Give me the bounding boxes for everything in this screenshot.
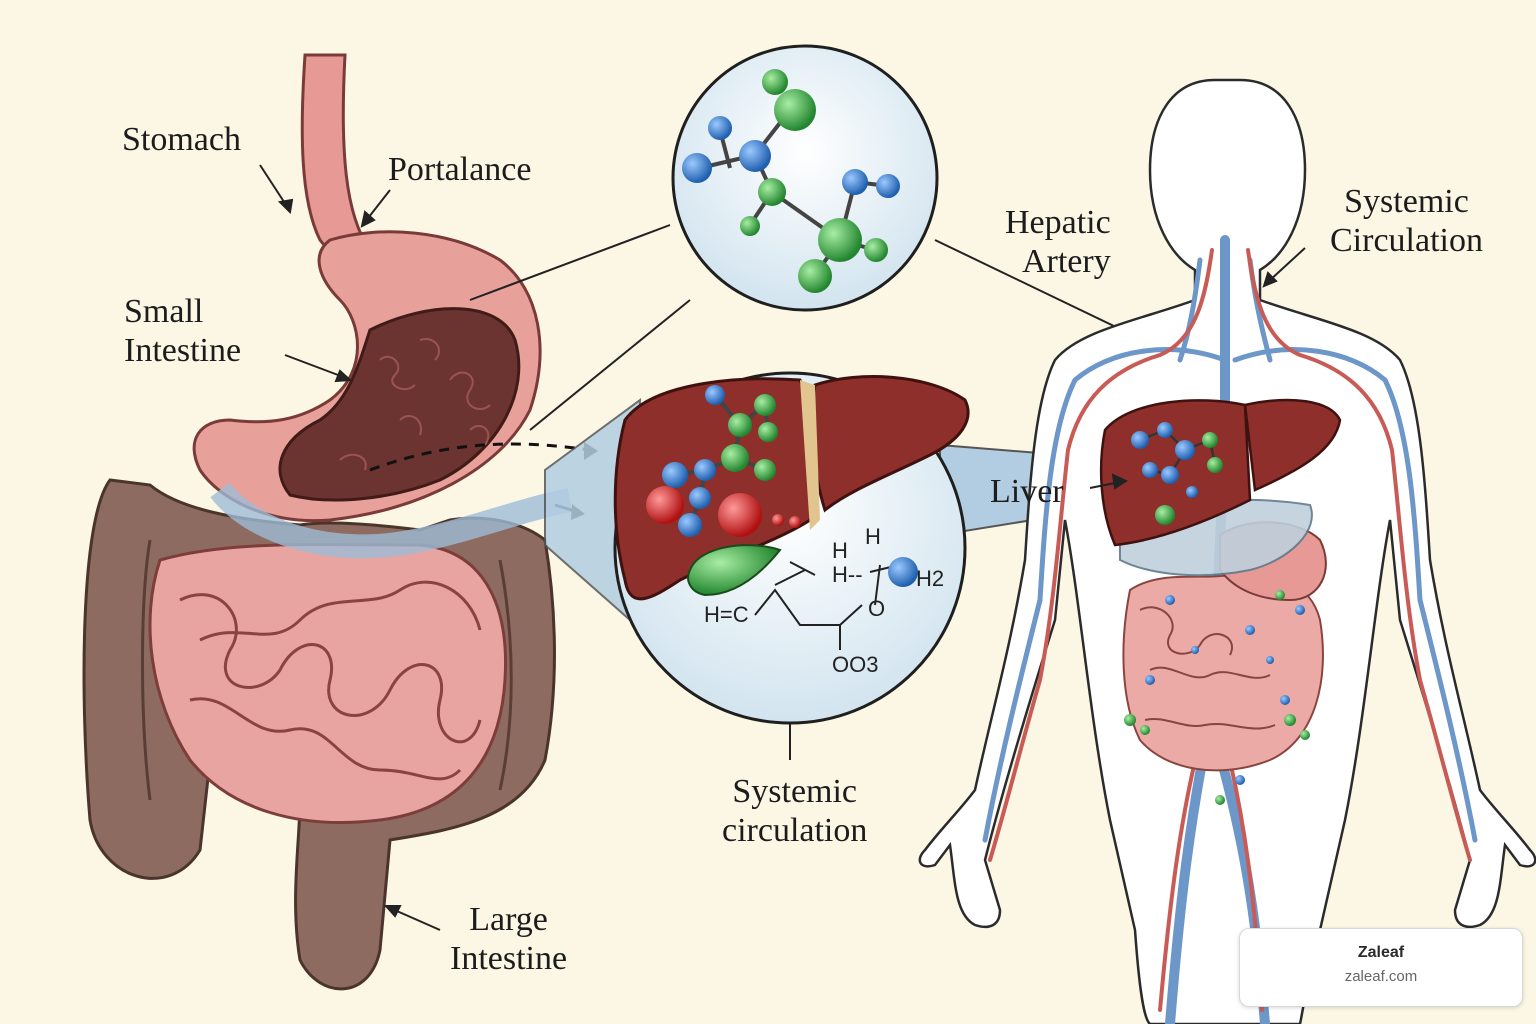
- large-intestine-pointer: [389, 907, 441, 931]
- chem-h-dash: H--: [832, 562, 863, 587]
- body-liver-right: [1243, 398, 1342, 492]
- left-label-pointers: [259, 164, 441, 931]
- chem-o: O: [868, 596, 886, 621]
- large-intestine-inner: [141, 539, 513, 801]
- chem-h2: H2: [916, 566, 945, 591]
- small-intestine-coils: [179, 580, 482, 781]
- portal-vessel: [210, 482, 573, 559]
- digestive-system: [82, 53, 598, 991]
- label-stomach: Stomach: [122, 121, 241, 158]
- label-systemic-circulation-right: Systemic Circulation: [1330, 183, 1483, 259]
- chem-oo3: OO3: [832, 652, 879, 677]
- chem-h-top: H: [865, 524, 881, 549]
- watermark-url[interactable]: zaleaf.com: [1344, 968, 1418, 985]
- label-small-intestine: Small Intestine: [124, 293, 242, 369]
- stomach-interior: [278, 307, 521, 502]
- small-intestine-pointer: [284, 354, 347, 379]
- chem-h-eq-c: H=C: [704, 602, 749, 627]
- label-systemic-circulation-center: Systemic circulation: [722, 773, 868, 849]
- molecule-bubble: [671, 44, 939, 312]
- systemic-pointer: [1267, 247, 1306, 283]
- watermark-name: Zaleaf: [1357, 944, 1405, 961]
- label-liver: Liver: [990, 473, 1064, 510]
- label-large-intestine: Large Intestine: [450, 901, 568, 977]
- label-portalance: Portalance: [388, 151, 532, 188]
- right-label-pointers: [1089, 247, 1306, 490]
- chem-h-left: H: [832, 538, 848, 563]
- watermark-card[interactable]: Zaleaf zaleaf.com: [1239, 928, 1523, 1007]
- absorption-arrow: [369, 442, 591, 472]
- human-body: [918, 78, 1536, 1024]
- liver-ligament: [800, 380, 820, 530]
- body-intestine-coils: [1139, 606, 1276, 730]
- gallbladder: [687, 544, 782, 597]
- label-hepatic-artery: Hepatic Artery: [1005, 204, 1111, 280]
- esophagus-shape: [300, 53, 372, 261]
- stomach-rugae: [339, 338, 491, 471]
